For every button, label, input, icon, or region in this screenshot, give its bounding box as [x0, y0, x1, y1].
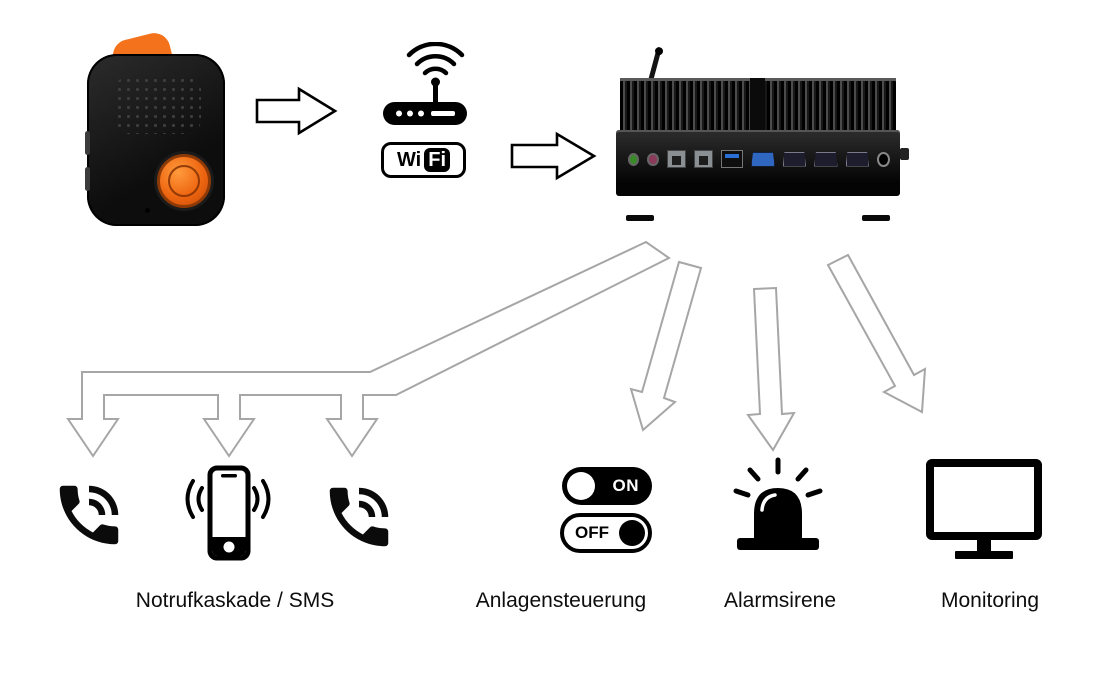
arrow-router-to-server	[510, 131, 597, 181]
label-monitoring: Monitoring	[940, 589, 1040, 612]
serial-port-icon	[814, 151, 838, 167]
switch-on-knob	[567, 472, 595, 500]
serial-port-icon	[782, 151, 807, 167]
arrow-server-to-monitor	[826, 253, 927, 414]
switch-off-knob	[619, 520, 645, 546]
wifi-router: Wi Fi	[381, 41, 469, 178]
lan-port-icon	[694, 150, 714, 168]
audio-jack-icon	[628, 152, 640, 166]
pendant-mic-hole	[145, 208, 150, 213]
switch-off-icon: OFF	[560, 513, 652, 553]
wifi-badge-fi: Fi	[424, 148, 451, 172]
vga-port-icon	[751, 151, 775, 167]
server-foot	[862, 215, 890, 221]
serial-port-icon	[845, 151, 869, 167]
label-notrufkaskade: Notrufkaskade / SMS	[135, 589, 335, 612]
usb-port-icon	[721, 150, 744, 168]
sos-button-icon	[157, 154, 211, 208]
switch-on-icon: ON	[562, 467, 652, 505]
wifi-badge-wi: Wi	[396, 148, 422, 171]
label-alarmsirene: Alarmsirene	[723, 589, 837, 612]
router-icon	[383, 41, 467, 125]
arrow-server-to-siren	[746, 286, 796, 452]
siren-rays	[733, 457, 823, 498]
pendant-side-button	[85, 167, 90, 191]
siren-dome	[754, 488, 802, 538]
pendant-speaker-grille	[115, 76, 201, 134]
sos-pendant-device	[85, 29, 235, 228]
lan-port-icon	[666, 150, 687, 168]
arrow-server-to-phones	[66, 240, 671, 458]
antenna-connector	[900, 148, 909, 160]
switch-on-label: ON	[612, 476, 639, 495]
monitor-base	[955, 551, 1013, 559]
power-jack-icon	[876, 151, 890, 167]
phone-call-icon	[320, 478, 398, 561]
wifi-badge: Wi Fi	[381, 142, 466, 178]
server-ports-row	[628, 150, 890, 168]
smartphone-sms-icon	[180, 464, 276, 569]
server-heatsink-fins	[620, 78, 896, 132]
alarm-siren-icon	[728, 456, 828, 563]
audio-jack-icon	[647, 152, 659, 166]
phone-call-icon	[50, 476, 128, 559]
pendant-side-button	[85, 131, 90, 155]
server-foot	[626, 215, 654, 221]
monitoring-display-icon	[924, 458, 1044, 567]
siren-base	[737, 538, 819, 550]
router-body	[383, 102, 467, 125]
switch-off-label: OFF	[575, 523, 609, 542]
server-front-panel	[616, 130, 900, 196]
alarm-server-box	[612, 50, 909, 221]
arrow-server-to-switch	[629, 260, 703, 432]
monitor-screen	[926, 459, 1042, 540]
pendant-body	[87, 54, 225, 226]
signal-waves	[185, 479, 271, 519]
arrow-pendant-to-router	[255, 86, 338, 136]
label-anlagensteuerung: Anlagensteuerung	[475, 589, 647, 612]
